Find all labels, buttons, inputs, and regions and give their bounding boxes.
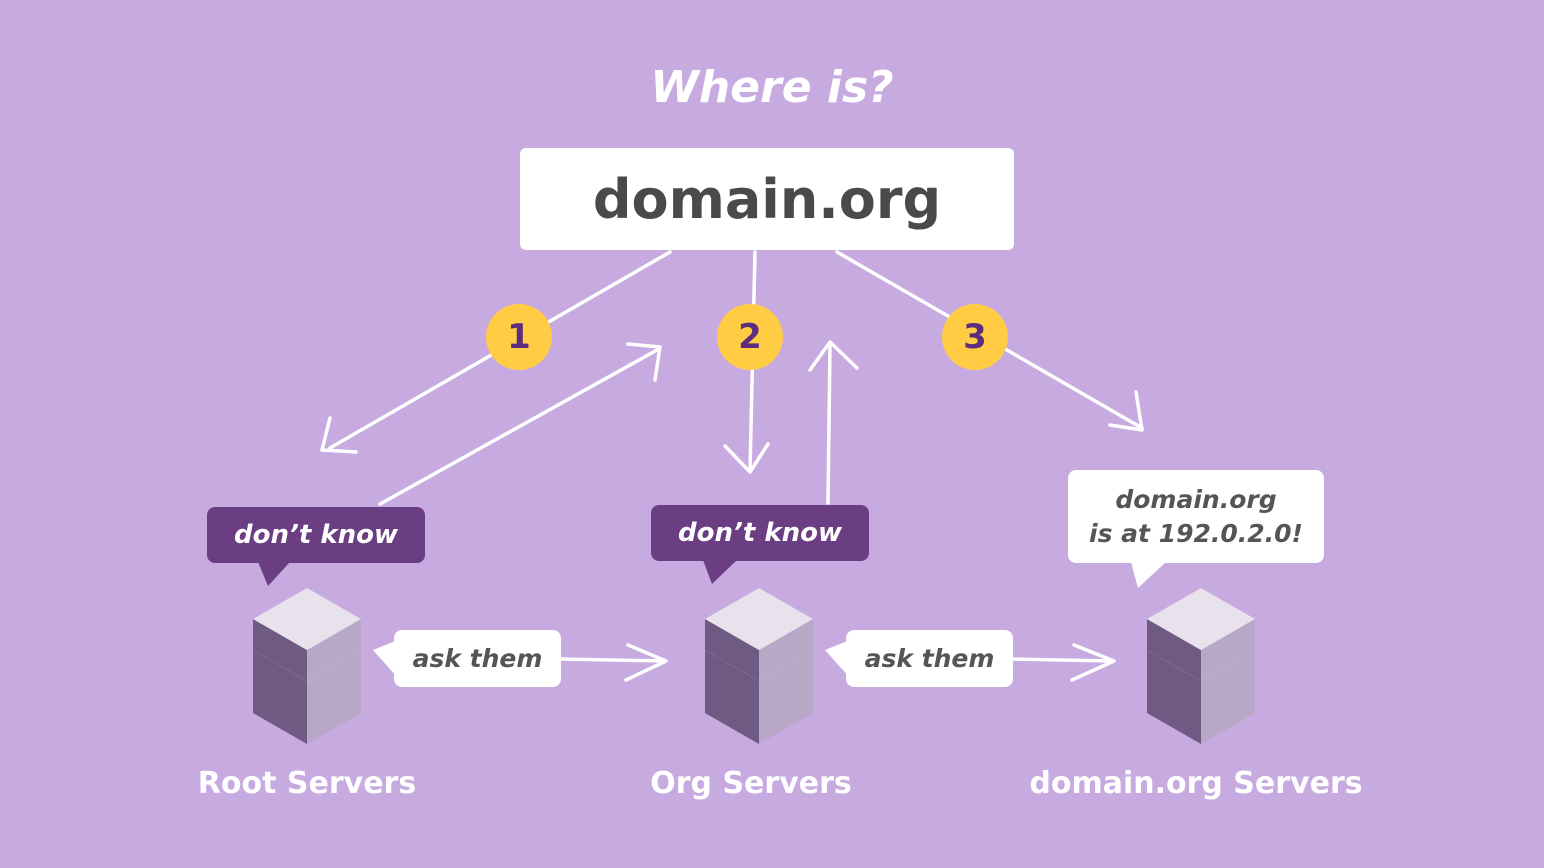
domain-query-box: domain.org bbox=[520, 148, 1014, 250]
reply-line-org bbox=[826, 342, 832, 505]
referral-bubble-2: ask them bbox=[846, 630, 1013, 687]
reply-arrowhead-org bbox=[808, 340, 859, 372]
query-arrowhead-1 bbox=[320, 416, 358, 454]
step-badge-2: 2 bbox=[717, 304, 783, 370]
referral-text-2: ask them bbox=[864, 644, 995, 673]
answer-line-2: is at 192.0.2.0! bbox=[1089, 518, 1303, 548]
query-arrowhead-3 bbox=[1108, 390, 1144, 432]
step-badge-3: 3 bbox=[942, 304, 1008, 370]
referral-bubble-tail-2 bbox=[825, 640, 850, 678]
org-response-bubble: don’t know bbox=[651, 505, 869, 561]
server-layer bbox=[253, 588, 361, 681]
referral-bubble-tail-1 bbox=[373, 640, 398, 678]
domain-name: domain.org bbox=[592, 167, 942, 231]
referral-arrow-line-1 bbox=[558, 657, 667, 663]
answer-line-1: domain.org bbox=[1115, 484, 1277, 514]
referral-arrow-line-2 bbox=[1010, 657, 1115, 663]
root-response-bubble: don’t know bbox=[207, 507, 425, 563]
query-arrowhead-2 bbox=[723, 442, 770, 474]
reply-arrowhead-root bbox=[626, 342, 662, 382]
server-stack-org bbox=[705, 588, 813, 744]
org-bubble-tail bbox=[703, 560, 737, 584]
referral-arrowhead-1 bbox=[624, 643, 668, 682]
referral-bubble-1: ask them bbox=[394, 630, 561, 687]
server-layer bbox=[1147, 588, 1255, 681]
server-stack-root bbox=[253, 588, 361, 744]
domain-servers-label: domain.org Servers bbox=[1029, 766, 1363, 801]
step-badge-1: 1 bbox=[486, 304, 552, 370]
root-servers-label: Root Servers bbox=[197, 766, 417, 801]
referral-arrowhead-2 bbox=[1070, 643, 1116, 682]
org-response-text: don’t know bbox=[677, 518, 843, 548]
referral-text-1: ask them bbox=[412, 644, 543, 673]
answer-bubble: domain.org is at 192.0.2.0! bbox=[1068, 470, 1324, 563]
root-bubble-tail bbox=[258, 562, 290, 586]
diagram-title: Where is? bbox=[650, 62, 894, 113]
org-servers-label: Org Servers bbox=[650, 766, 852, 801]
answer-bubble-tail bbox=[1131, 562, 1166, 588]
root-response-text: don’t know bbox=[233, 520, 399, 550]
server-stack-domain bbox=[1147, 588, 1255, 744]
reply-line-root bbox=[378, 348, 659, 506]
server-layer bbox=[705, 588, 813, 681]
